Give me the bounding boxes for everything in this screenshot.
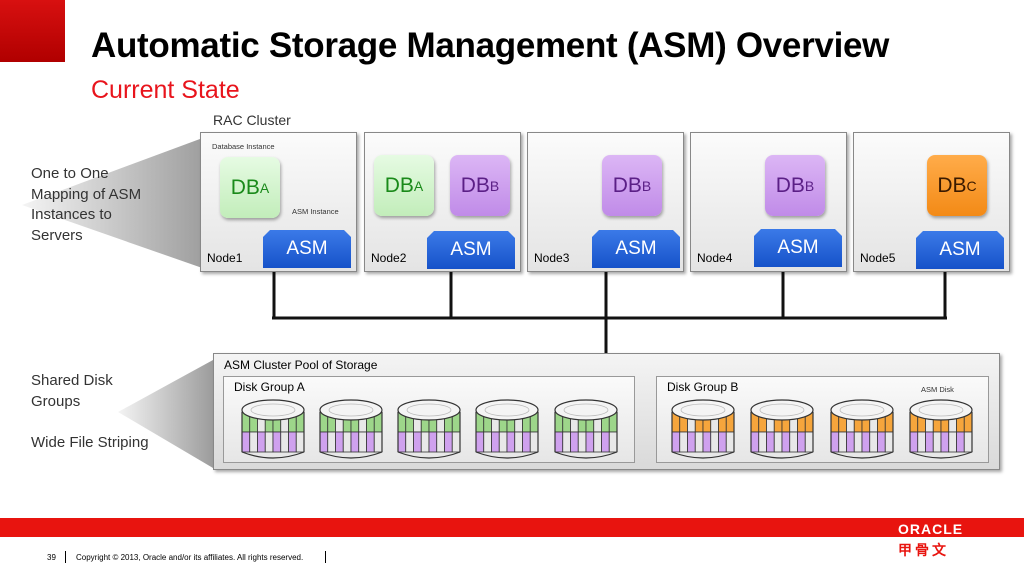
mapping-note-line: Instances to [31, 206, 112, 223]
asm-instance-callout: ASM Instance [292, 207, 339, 216]
asm-instance: ASM [592, 230, 680, 268]
disk-group-label: Disk Group B [667, 380, 739, 394]
rac-cluster-label: RAC Cluster [213, 112, 291, 128]
database-instance-callout: Database Instance [212, 142, 275, 151]
node-label: Node4 [697, 251, 733, 265]
db-subscript: C [966, 177, 977, 194]
db-label: DB [937, 173, 967, 197]
mapping-note: One to One Mapping of ASM Instances to S… [31, 164, 141, 246]
asm-disk [554, 399, 618, 459]
oracle-cn-logo: 甲骨文 [898, 542, 949, 558]
db-subscript: A [259, 179, 270, 196]
footer-divider [325, 551, 326, 563]
db-label: DB [460, 173, 490, 197]
footer-divider [65, 551, 66, 563]
shared-disk-note-line: Shared Disk [31, 372, 113, 389]
asm-disk [830, 399, 894, 459]
asm-instance: ASM [263, 230, 351, 268]
asm-disk-callout: ASM Disk [921, 385, 954, 394]
striping-note: Wide File Striping [31, 434, 149, 451]
mapping-note-line: One to One [31, 165, 109, 182]
db-label: DB [612, 173, 642, 197]
asm-disk [671, 399, 735, 459]
asm-disk [909, 399, 973, 459]
asm-disk [750, 399, 814, 459]
db-label: DB [775, 173, 805, 197]
asm-instance: ASM [754, 229, 842, 267]
shared-disk-note-line: Groups [31, 392, 81, 410]
asm-instance: ASM [916, 231, 1004, 269]
slide-subtitle: Current State [91, 76, 240, 104]
brand-red-block [0, 0, 65, 62]
node-label: Node3 [534, 251, 570, 265]
asm-disk [475, 399, 539, 459]
node-label: Node1 [207, 251, 243, 265]
asm-disk [319, 399, 383, 459]
asm-disk [397, 399, 461, 459]
shared-disk-note: Shared Disk Groups [31, 371, 113, 412]
db-subscript: B [804, 177, 815, 194]
oracle-logo: ORACLE [898, 521, 964, 537]
db-subscript: B [489, 177, 500, 194]
pool-label: ASM Cluster Pool of Storage [224, 358, 378, 372]
node-label: Node2 [371, 251, 407, 265]
asm-disk [241, 399, 305, 459]
node-label: Node5 [860, 251, 896, 265]
db-subscript: B [641, 177, 652, 194]
mapping-note-line: Servers [31, 226, 83, 244]
slide-title: Automatic Storage Management (ASM) Overv… [91, 26, 890, 65]
db-label: DB [230, 175, 260, 199]
db-subscript: A [413, 177, 424, 194]
asm-instance: ASM [427, 231, 515, 269]
disk-group-label: Disk Group A [234, 380, 305, 394]
footer-bar [0, 518, 1024, 537]
db-label: DB [384, 173, 414, 197]
copyright: Copyright © 2013, Oracle and/or its affi… [76, 553, 304, 562]
page-number: 39 [47, 553, 56, 562]
mapping-note-line: Mapping of ASM [31, 185, 142, 203]
